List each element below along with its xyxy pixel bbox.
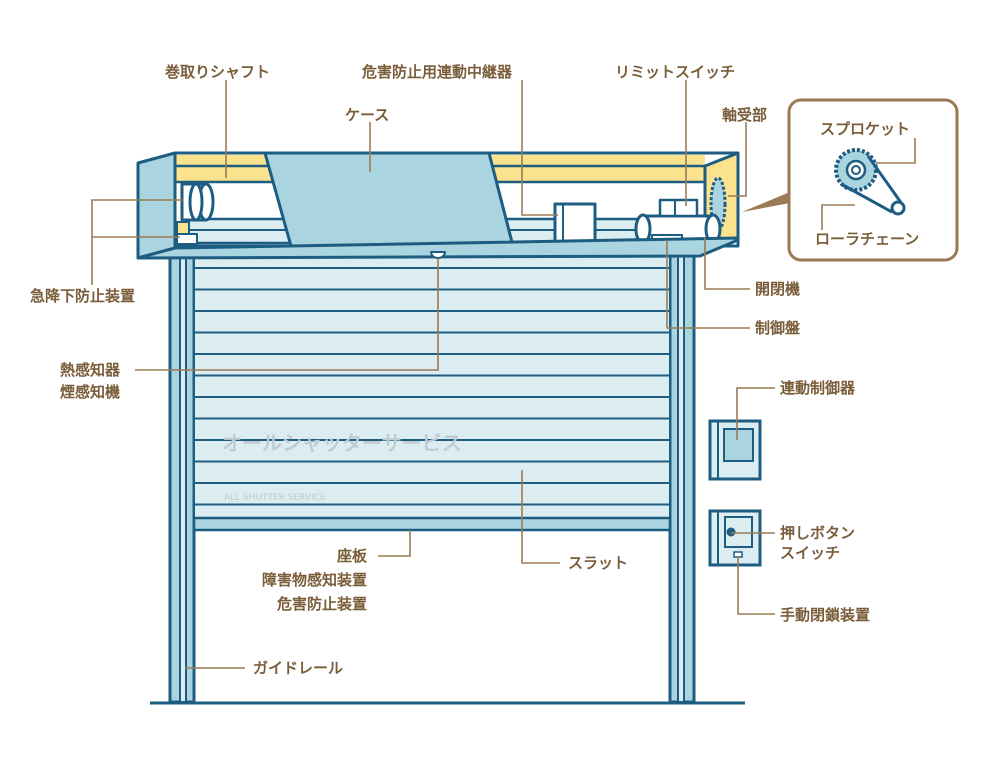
label-push-button-1: 押しボタン: [780, 524, 855, 542]
relay-box: [553, 202, 597, 246]
label-bottom-bar-1: 座板: [336, 547, 368, 565]
shutter-curtain: [192, 255, 672, 532]
sprocket-label: スプロケット: [820, 120, 910, 138]
label-slat: スラット: [568, 554, 628, 572]
label-guide-rail: ガイドレール: [253, 659, 343, 677]
guide-rail-right: [668, 253, 696, 704]
interlock-controller: [708, 419, 762, 481]
label-manual-close: 手動閉鎖装置: [780, 606, 870, 624]
label-motor: 開閉機: [755, 280, 800, 298]
limit-switch: [658, 198, 699, 218]
label-bottom-bar-2: 障害物感知装置: [262, 571, 367, 589]
label-fall-prevention: 急降下防止装置: [30, 287, 135, 305]
heat-smoke-detector: [430, 251, 446, 259]
label-sensor-1: 熱感知器: [60, 361, 121, 379]
sprocket-callout: スプロケット ローラチェーン: [742, 98, 959, 262]
manual-close-device: [733, 551, 743, 558]
fall-prevention-device: [176, 182, 215, 245]
label-sensor-2: 煙感知機: [60, 383, 120, 401]
label-bottom-bar-3: 危害防止装置: [277, 595, 367, 613]
case-cover: [263, 151, 515, 248]
roller-chain-label: ローラチェーン: [815, 230, 919, 248]
label-interlock-controller: 連動制御器: [780, 379, 856, 397]
watermark-subtext: ALL SHUTTER SERVICE: [224, 493, 326, 503]
shutter-case: [136, 151, 740, 260]
bottom-bar: [192, 516, 672, 532]
leader-lines: [91, 80, 775, 669]
label-limit-switch: リミットスイッチ: [615, 63, 735, 81]
push-button: [726, 527, 736, 537]
case-bottom-plate: [136, 236, 740, 260]
label-relay: 危害防止用連動中継器: [362, 63, 513, 81]
label-push-button-2: スイッチ: [780, 544, 840, 562]
watermark-text: オールシャッターサービス: [222, 431, 462, 455]
label-bearing: 軸受部: [722, 106, 767, 124]
label-control-panel: 制御盤: [755, 319, 801, 337]
roller-chain-icon: [840, 155, 904, 214]
watermark: オールシャッターサービス ALL SHUTTER SERVICE: [222, 431, 462, 503]
case-side-panel: [136, 151, 177, 260]
label-shaft: 巻取りシャフト: [164, 63, 270, 81]
guide-rail-left: [168, 253, 196, 704]
push-button-switch[interactable]: [708, 509, 762, 567]
label-case: ケース: [345, 106, 389, 124]
